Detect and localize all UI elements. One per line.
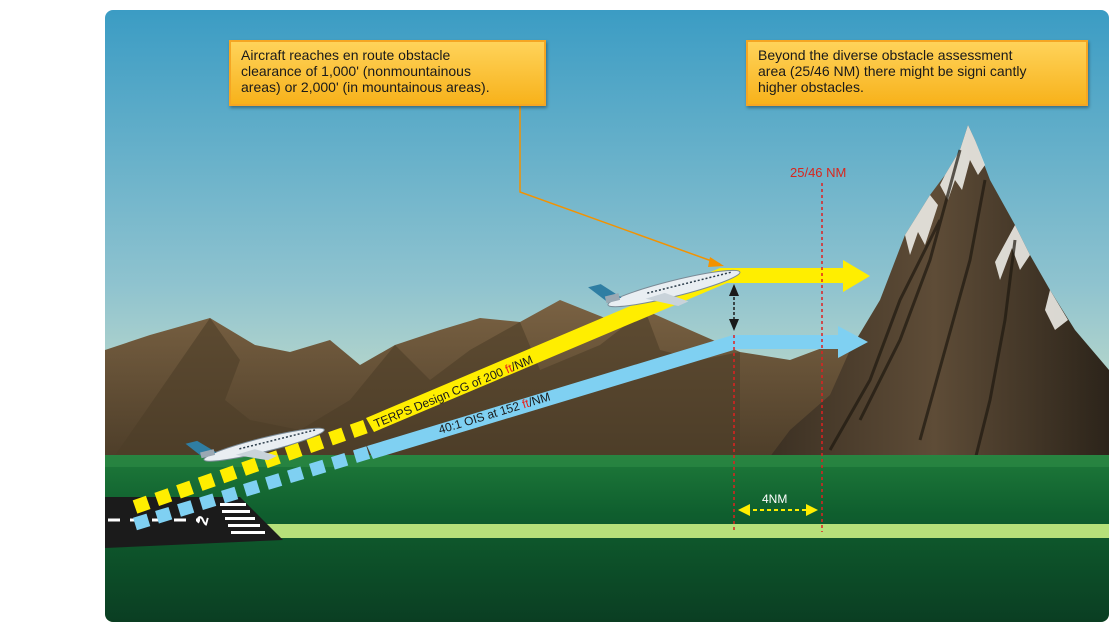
runway bbox=[105, 497, 283, 548]
mountain-snow bbox=[905, 125, 1068, 330]
departing-aircraft-low bbox=[185, 427, 325, 462]
runway-threshold-bars bbox=[220, 503, 265, 534]
distance-label: 4NM bbox=[762, 492, 787, 506]
ois-dashed-segment bbox=[133, 445, 372, 531]
en-route-clearance-callout: Aircraft reaches en route obstacle clear… bbox=[229, 40, 546, 106]
runway-number: 2 bbox=[194, 514, 213, 527]
terps-arrowhead bbox=[843, 260, 870, 292]
clearance-arrowhead-up bbox=[729, 284, 739, 296]
obstacle-assessment-text: Beyond the diverse obstacle assessment a… bbox=[758, 47, 1027, 95]
distance-arrowhead-left bbox=[738, 504, 750, 516]
ois-arrowhead bbox=[838, 326, 868, 358]
obstacle-assessment-callout: Beyond the diverse obstacle assessment a… bbox=[746, 40, 1088, 106]
terrain-strip bbox=[240, 524, 1109, 538]
callout-leader-arrowhead bbox=[708, 257, 724, 267]
en-route-clearance-text: Aircraft reaches en route obstacle clear… bbox=[241, 47, 490, 95]
ois-solid-segment bbox=[367, 335, 840, 459]
mountain-ridges bbox=[828, 149, 1017, 461]
clearance-arrowhead-down bbox=[729, 319, 739, 331]
tall-mountain bbox=[760, 125, 1109, 470]
background-ridge-shadow bbox=[105, 310, 740, 470]
callout-leader-line bbox=[519, 106, 721, 265]
terps-dashed-segment bbox=[132, 418, 373, 514]
distance-arrowhead-right bbox=[806, 504, 818, 516]
departing-aircraft-high bbox=[588, 269, 741, 308]
boundary-label: 25/46 NM bbox=[790, 165, 846, 180]
